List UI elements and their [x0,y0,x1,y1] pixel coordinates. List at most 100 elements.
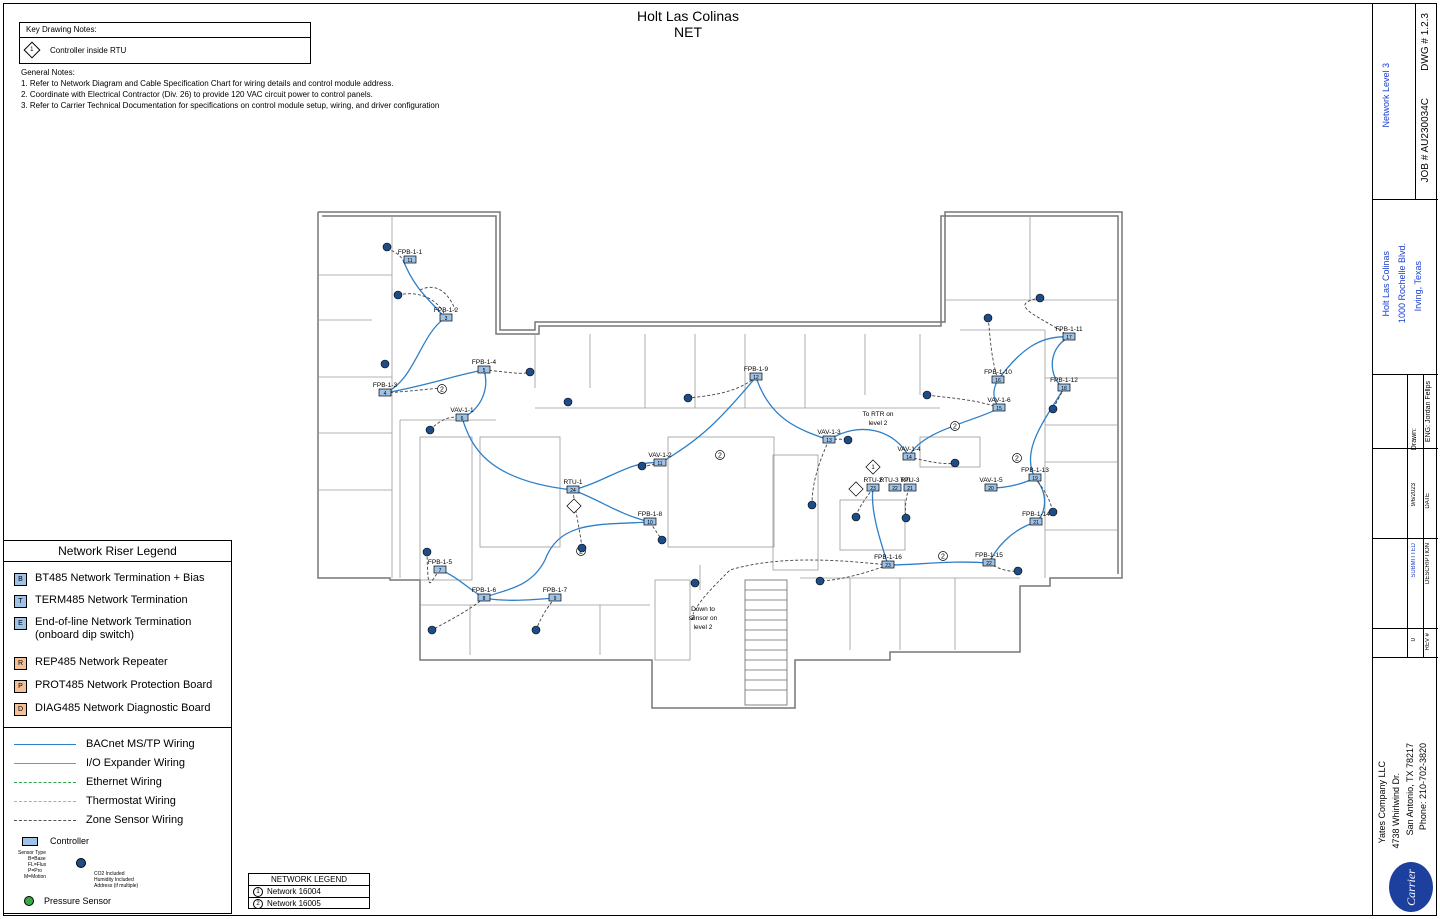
controller-box-icon [548,593,562,602]
controller-box-icon [903,483,917,492]
controller-address: 4 [384,391,387,397]
controller-address: 6 [461,416,464,422]
controller-label: FPB-1-15 [975,552,1003,559]
svg-text:2: 2 [941,554,945,561]
controller-box-icon [866,483,880,492]
description-header: DESCRIPTION [1425,543,1431,585]
controller-address: 5 [483,368,486,374]
submitted-label: SUBMITTED [1411,543,1417,578]
pressure-sensor-icon [24,896,34,906]
key-note-marker-labels: 1 [871,465,875,471]
controller-box-icon [902,452,916,461]
legend-header: Network Riser Legend [4,541,231,562]
controller-label: FPB-1-16 [874,554,902,561]
zone-sensor-wiring [384,247,1070,631]
controller-address: 10 [647,520,653,526]
controller-address: 16 [995,378,1001,384]
company-street: 4738 Whirlwind Dr. [1391,773,1401,849]
key-notes-header: Key Drawing Notes: [20,23,310,38]
controller-address: 22 [892,486,898,492]
company-city: San Antonio, TX 78217 [1405,743,1415,836]
controller-fpb-1-13[interactable]: 19 FPB-1-13 [1021,467,1049,482]
general-note: 2. Coordinate with Electrical Contractor… [21,90,373,99]
controller-label: VAV-1-3 [817,429,841,436]
controller-label: RTU-3 [900,477,919,484]
bt485-badge-icon: B [14,573,27,586]
controller-address: 19 [1032,476,1038,482]
key-note-markers [566,459,881,514]
svg-text:1: 1 [871,465,875,471]
svg-text:2: 2 [440,387,444,394]
project-city: Irving, Texas [1413,261,1423,312]
controller-box-icon [1028,473,1042,482]
legend-ethernet-wiring: Ethernet Wiring [14,776,162,788]
svg-text:To RTR on: To RTR on [863,411,894,418]
drawing-frame [3,3,1437,916]
controller-address: 14 [906,455,912,461]
controller-address: 22 [986,561,992,567]
rep485-badge-icon: R [14,657,27,670]
prot485-badge-icon: P [14,680,27,693]
drawn-label: Drawn: [1411,428,1418,451]
sensor-code-key: CO2 Included Humidity Included Address (… [94,871,139,889]
controller-box-icon [643,517,657,526]
sensor-type-key: Sensor Type B=Base FL=Flux P=Pro M=Motio… [18,850,47,880]
controller-address: 24 [570,488,576,494]
svg-text:2: 2 [718,453,722,460]
controller-label: FPB-1-10 [984,369,1012,376]
controller-fpb-1-11[interactable]: 17 FPB-1-11 [1055,326,1083,341]
controller-box-icon [477,365,491,374]
controller-address: 8 [483,596,486,602]
legend-io-wiring: I/O Expander Wiring [14,757,185,769]
controller-label: FPB-1-6 [472,587,497,594]
svg-text:level 2: level 2 [694,624,713,631]
controller-address: 17 [1066,335,1072,341]
controller-fpb-1-8[interactable]: 10 FPB-1-8 [638,511,663,526]
controller-fpb-1-15[interactable]: 22 FPB-1-15 [975,552,1003,567]
controller-label: FPB-1-12 [1050,377,1078,384]
company-phone: Phone: 210-702-3820 [1418,743,1428,831]
plan-annotations: To RTR on level 2 Down to sensor on leve… [689,411,894,631]
rev-value: 0 [1411,638,1417,642]
controller-box-icon [433,565,447,574]
controller-box-icon [992,403,1006,412]
controller-fpb-1-12[interactable]: 18 FPB-1-12 [1050,377,1078,392]
controller-address: 18 [1061,386,1067,392]
controller-fpb-1-6[interactable]: 8 FPB-1-6 [472,587,497,602]
floor-plan: 2 2 2 2 2 2 2 1 To RTR on level 2 Down t… [317,211,1123,709]
controller-box-icon [1057,383,1071,392]
controller-fpb-1-10[interactable]: 16 FPB-1-10 [984,369,1012,384]
controller-label: FPB-1-8 [638,511,663,518]
term485-badge-icon: T [14,595,27,608]
controller-box-icon [653,458,667,467]
controller-label: FPB-1-11 [1055,326,1083,333]
controller-label: FPB-1-13 [1021,467,1049,474]
date-header: DATE [1425,493,1431,509]
controller-address: 11 [407,258,412,264]
rev-header: REV # [1425,633,1431,651]
sensor-key-icon [76,858,86,868]
general-note: 3. Refer to Carrier Technical Documentat… [21,101,440,110]
